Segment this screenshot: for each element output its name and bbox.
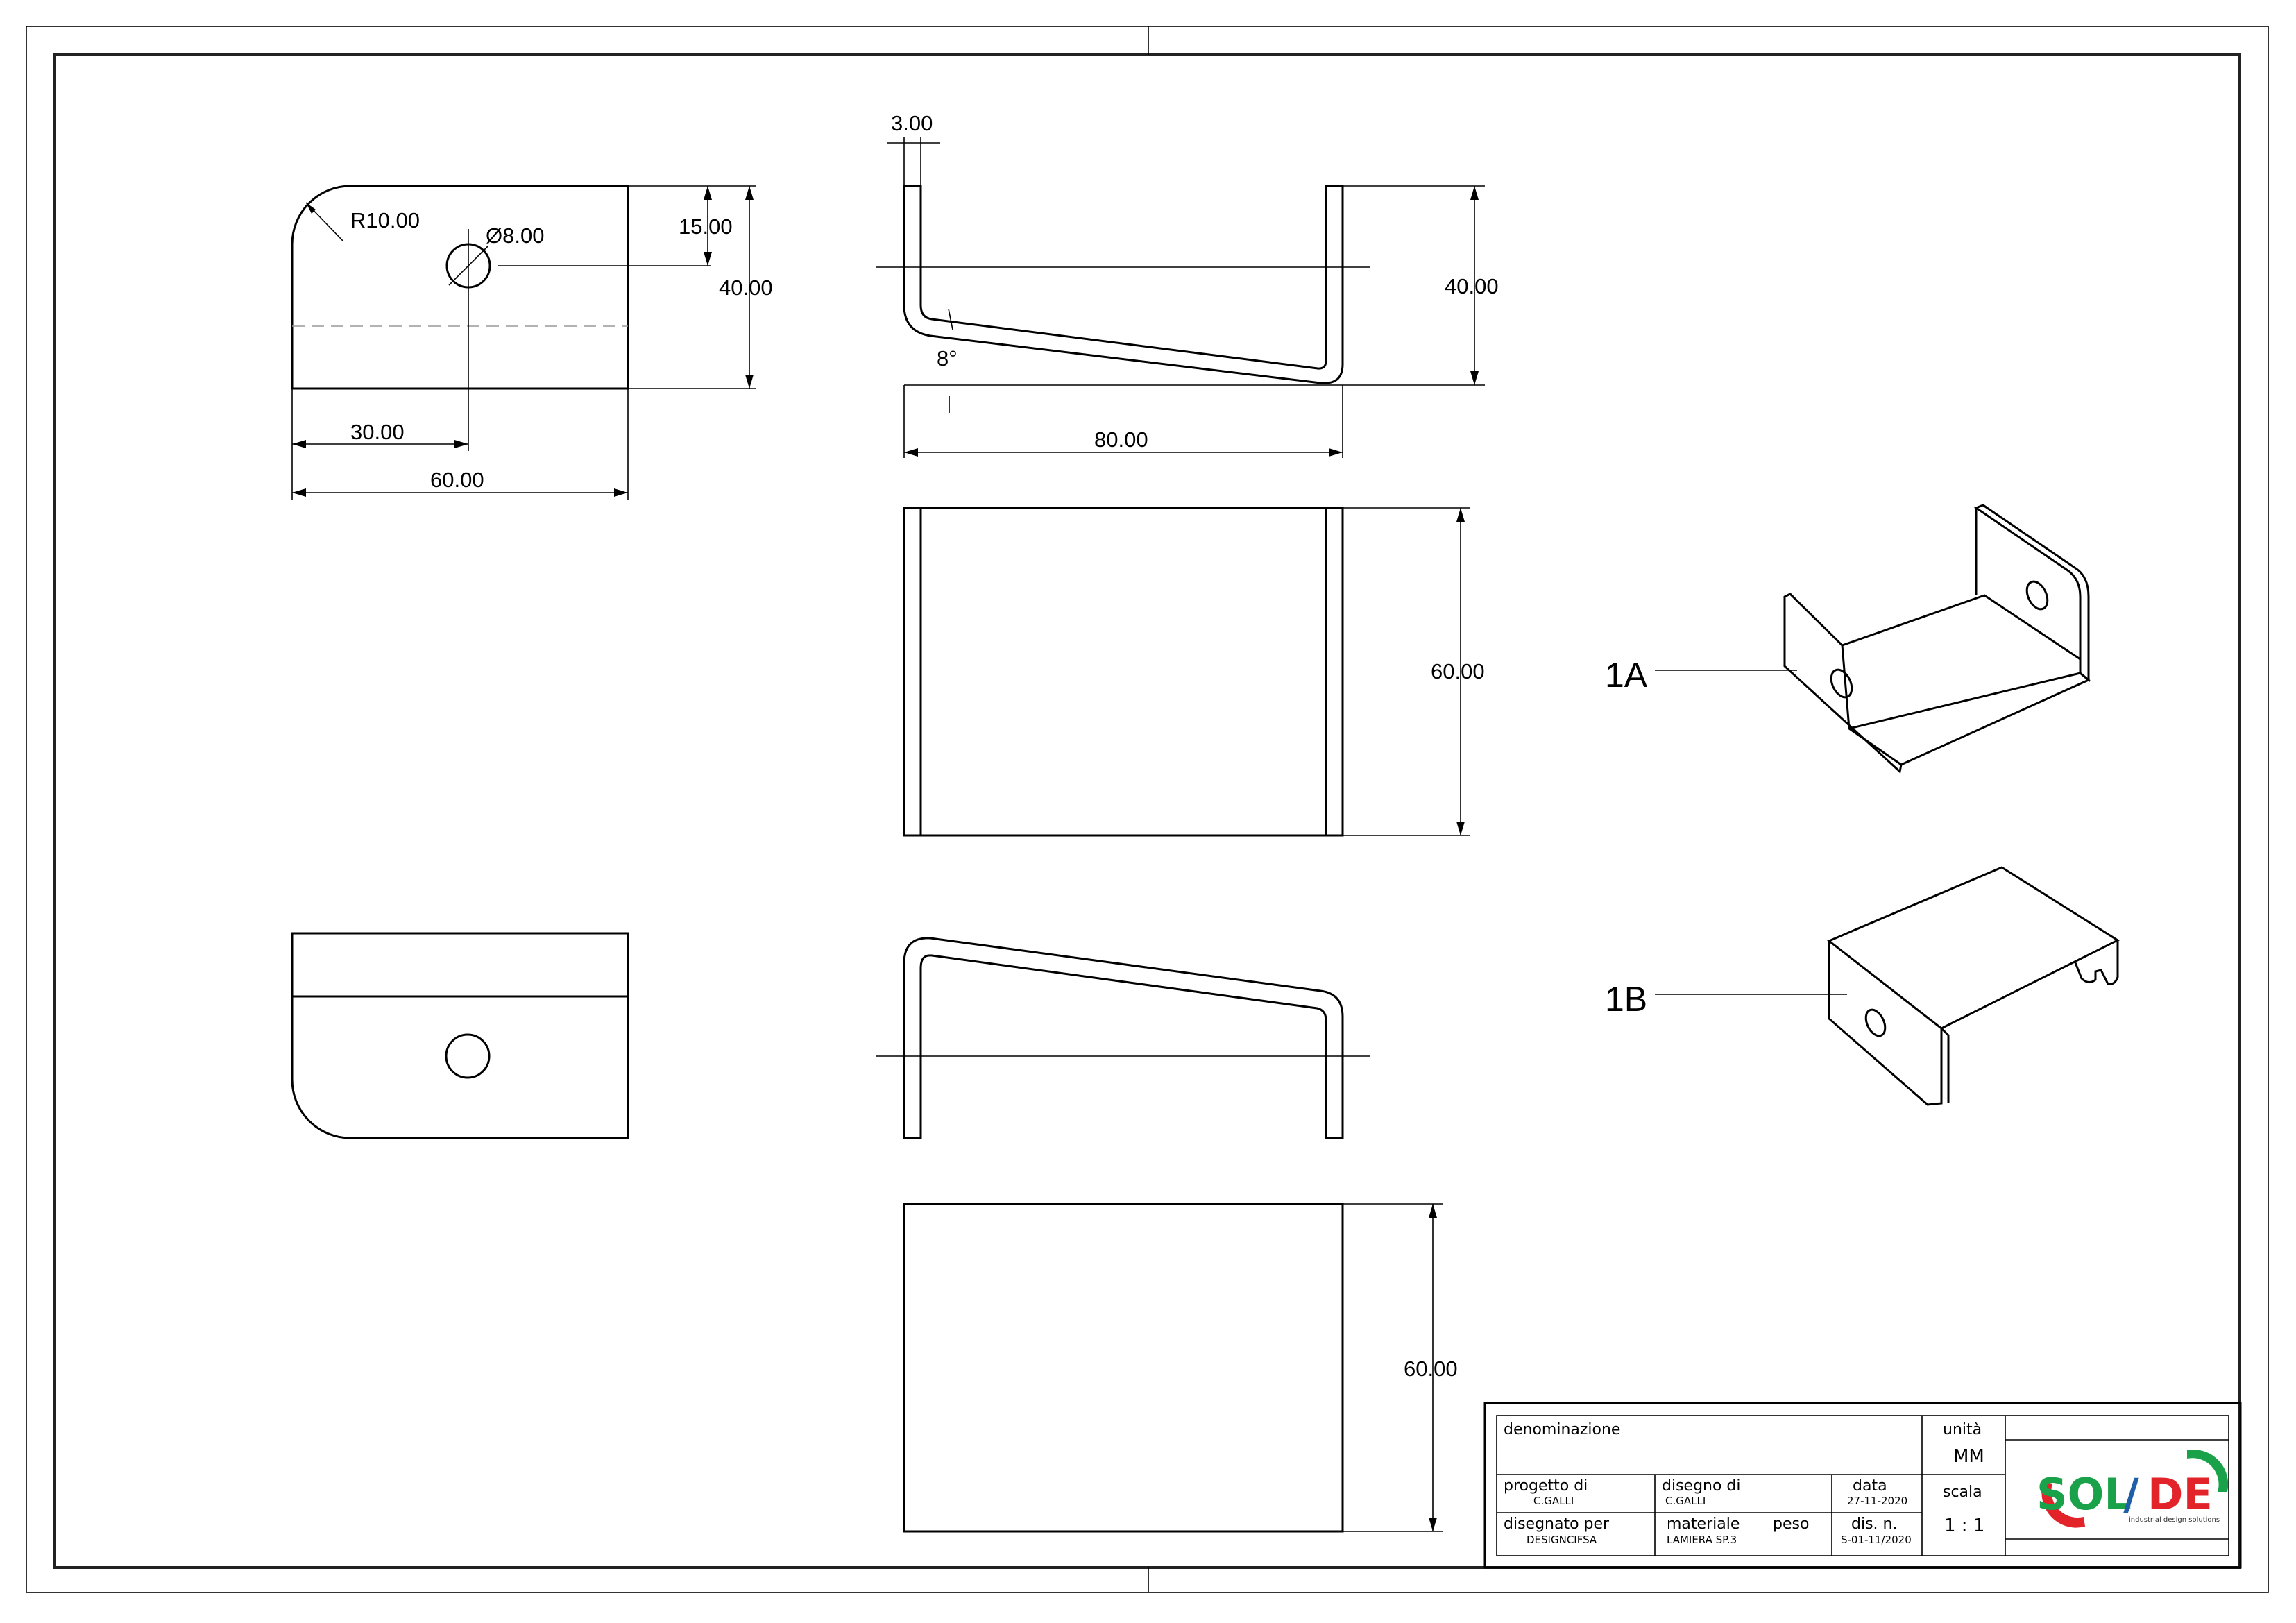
- hole-diameter-label: Ø8.00: [486, 223, 544, 248]
- isometric-view-1a: 1A: [1605, 504, 2091, 774]
- arrow: [904, 448, 918, 457]
- tb-disegnato-value: DESIGNCIFSA: [1527, 1533, 1597, 1546]
- logo-red-arc: [2041, 1482, 2085, 1528]
- tb-scala-label: scala: [1943, 1484, 1982, 1501]
- front-height-label: 40.00: [1445, 274, 1499, 298]
- title-block-inner: [1496, 1415, 2229, 1556]
- iso-1a-left-flange: [1783, 593, 1903, 774]
- bottom-plate-hole: [445, 1033, 491, 1079]
- iso-1a-base-front: [1848, 672, 2091, 766]
- tb-unita-value: MM: [1953, 1446, 1984, 1467]
- arrow: [745, 186, 754, 200]
- logo-slash: /: [2123, 1469, 2139, 1520]
- arrow: [1456, 822, 1465, 835]
- flipped-bracket-profile: [903, 937, 1344, 1139]
- callout-1b: 1B: [1605, 980, 1647, 1019]
- logo-de: DE: [2148, 1469, 2213, 1520]
- company-logo: SOL / DE industrial design solutions: [2036, 1450, 2229, 1528]
- top-view-outline: [903, 507, 1344, 837]
- iso-1b-rear-flange: [2073, 940, 2119, 985]
- tb-materiale-value: LAMIERA SP.3: [1667, 1533, 1737, 1546]
- arrow: [745, 375, 754, 389]
- callout-1a: 1A: [1605, 656, 1648, 695]
- radius-label: R10.00: [350, 208, 420, 232]
- top-view: 60.00: [903, 507, 1485, 837]
- arrow: [292, 440, 306, 448]
- side-plate-view: R10.00 Ø8.00 15.00 40.00 30.00 60.00: [291, 185, 773, 500]
- tb-data-value: 27-11-2020: [1847, 1495, 1907, 1507]
- radius-arrow: [306, 203, 316, 214]
- arrow: [614, 488, 628, 497]
- tb-scala-value: 1 : 1: [1944, 1515, 1984, 1536]
- top-depth-label: 60.00: [1431, 659, 1485, 683]
- thickness-label: 3.00: [891, 111, 933, 135]
- iso-1b-hole: [1864, 1008, 1887, 1037]
- iso-1a-left-hole: [1830, 668, 1853, 699]
- logo-tagline: industrial design solutions: [2129, 1516, 2220, 1524]
- iso-1b-top-deck: [1827, 866, 2120, 1030]
- front-width-label: 80.00: [1094, 427, 1148, 452]
- arrow: [1429, 1204, 1437, 1218]
- tb-disegno-label: disegno di: [1662, 1477, 1741, 1495]
- arrow: [1470, 186, 1479, 200]
- outer-border: [26, 26, 2269, 1593]
- tb-denominazione-label: denominazione: [1504, 1421, 1620, 1438]
- tb-dis-label: dis. n.: [1851, 1515, 1897, 1533]
- title-block: denominazione unità MM progetto di C.GAL…: [1483, 1402, 2242, 1569]
- logo-green-arc: [2187, 1450, 2229, 1492]
- arrow: [1470, 371, 1479, 385]
- bottom-depth-label: 60.00: [1404, 1357, 1458, 1381]
- angle-label: 8°: [937, 346, 958, 371]
- front-profile-view: 3.00 40.00 8° 80.00: [876, 111, 1499, 458]
- bottom-plate-outline: [291, 932, 629, 1139]
- isometric-view-1b: 1B: [1605, 866, 2120, 1106]
- tb-disegnato-label: disegnato per: [1504, 1515, 1610, 1533]
- bottom-plate-view: [291, 932, 629, 1139]
- title-block-outer: [1483, 1402, 2242, 1569]
- tb-progetto-label: progetto di: [1504, 1477, 1588, 1495]
- iso-1a-right-hole: [2025, 580, 2049, 611]
- tb-dis-value: S-01-11/2020: [1841, 1533, 1912, 1546]
- arrow: [1329, 448, 1343, 457]
- iso-1a-right-flange: [1973, 504, 2090, 683]
- arrow: [704, 252, 712, 266]
- hole-offset-y-label: 15.00: [679, 214, 733, 239]
- angle-tick: [948, 308, 953, 330]
- tb-progetto-value: C.GALLI: [1533, 1495, 1574, 1507]
- arrow: [292, 488, 306, 497]
- side-plate-outline: [291, 185, 629, 390]
- tb-disegno-value: C.GALLI: [1665, 1495, 1706, 1507]
- bottom-view: 60.00: [903, 1203, 1458, 1533]
- arrow: [454, 440, 468, 448]
- tb-materiale-label: materiale: [1667, 1515, 1740, 1533]
- drawing-frame: [53, 53, 2241, 1569]
- tb-data-label: data: [1853, 1477, 1887, 1495]
- height-label: 40.00: [719, 275, 773, 300]
- tb-unita-label: unità: [1943, 1421, 1982, 1438]
- arrow: [704, 186, 712, 200]
- iso-1b-front-flange: [1828, 941, 1943, 1106]
- u-bracket-profile: [903, 185, 1344, 384]
- iso-1b-flange-thickness: [1940, 1027, 1950, 1103]
- bottom-view-outline: [903, 1203, 1344, 1533]
- arrow: [1456, 508, 1465, 522]
- hole-offset-x-label: 30.00: [350, 420, 405, 444]
- width-label: 60.00: [430, 468, 484, 492]
- tb-peso-label: peso: [1773, 1515, 1809, 1533]
- logo-sol: SOL: [2036, 1469, 2132, 1520]
- flipped-profile-view: [876, 937, 1370, 1139]
- arrow: [1429, 1518, 1437, 1531]
